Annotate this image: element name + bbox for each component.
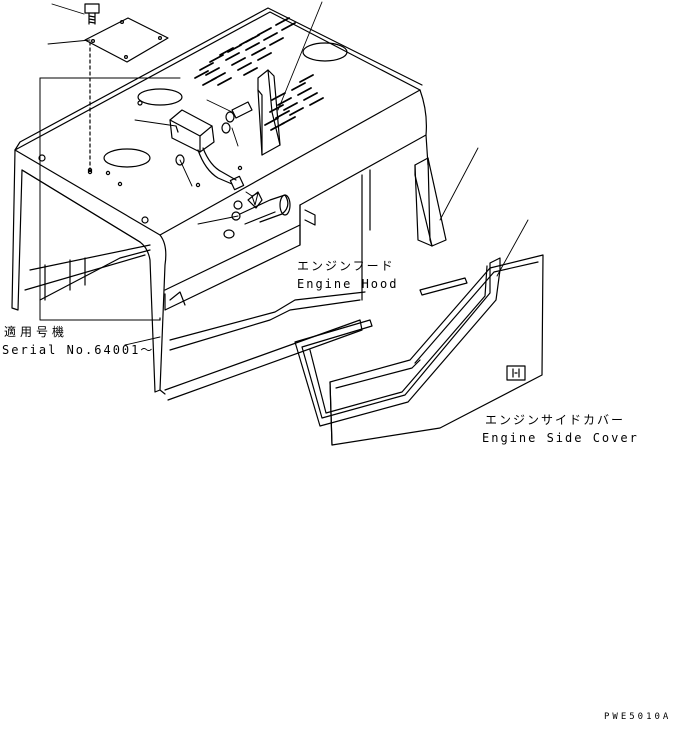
nut xyxy=(175,154,185,166)
cover-plate xyxy=(84,17,169,63)
engine-hood-label-en: Engine Hood xyxy=(297,277,399,291)
harness-clamp xyxy=(223,191,291,239)
engine-side-cover-label-jp: エンジンサイドカバー xyxy=(485,413,626,427)
engine-hood xyxy=(11,7,429,401)
side-bracket xyxy=(414,157,447,247)
detail-frame xyxy=(39,77,161,321)
washer xyxy=(221,122,231,134)
seal-strip xyxy=(419,277,468,296)
engine-side-cover-label-en: Engine Side Cover xyxy=(482,431,639,445)
small-bolt xyxy=(225,101,253,123)
serial-label-en: Serial No.64001～ xyxy=(2,343,155,357)
drawing-code: PWE5010A xyxy=(604,712,672,722)
leader-lines xyxy=(47,1,529,346)
engine-side-cover xyxy=(329,254,544,446)
serial-label-jp: 適用号機 xyxy=(4,325,69,339)
switch-box xyxy=(169,109,245,191)
hood-vent-lower xyxy=(264,74,324,131)
hood-vent-upper xyxy=(194,17,296,86)
engine-hood-label-jp: エンジンフード xyxy=(297,259,395,273)
engine-side-cover-frame-seal xyxy=(294,257,501,427)
bolt xyxy=(84,3,100,25)
